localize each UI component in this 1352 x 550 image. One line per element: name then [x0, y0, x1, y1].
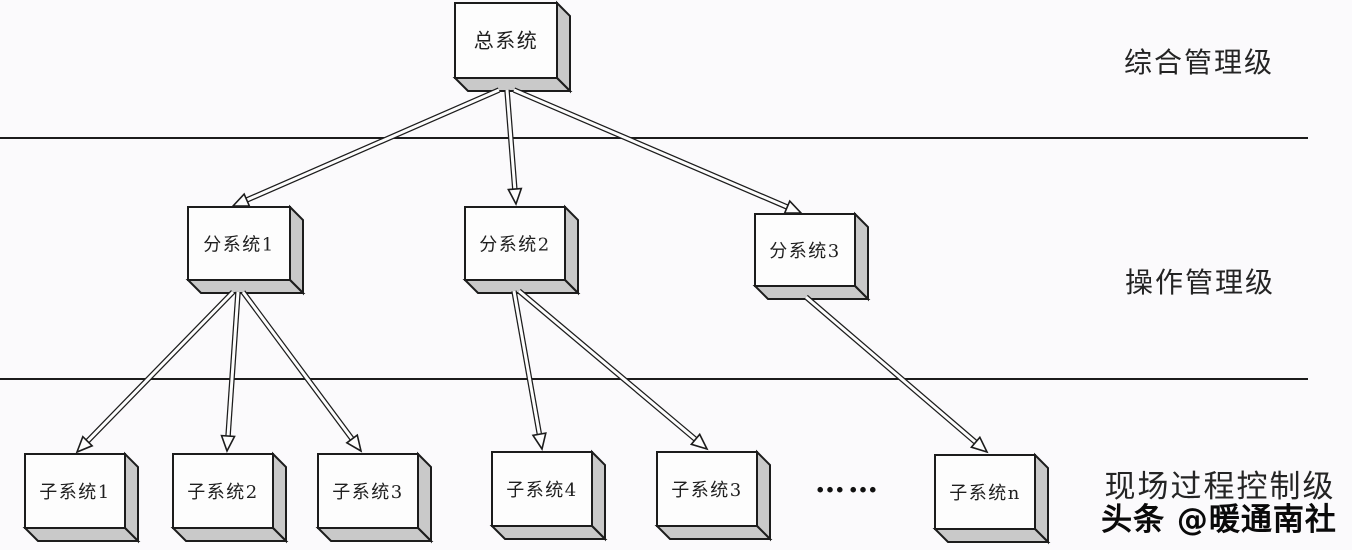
arrow-shaft-core — [242, 88, 500, 203]
arrow-shaft-core — [505, 89, 517, 194]
node-front-face — [656, 451, 758, 527]
node-side-face — [854, 211, 869, 302]
connector-arrows-layer — [75, 87, 989, 454]
connector-arrow-mid2-leaf5 — [517, 288, 709, 451]
level-label-management: 综合管理级 — [1124, 46, 1274, 79]
node-label: 分系统2 — [479, 235, 550, 256]
node-child-4: 子系统4 — [489, 449, 608, 542]
node-front-face — [454, 2, 558, 79]
node-bottom-face — [315, 527, 434, 542]
level-label-operation: 操作管理级 — [1125, 266, 1275, 299]
node-side-face — [756, 449, 771, 542]
node-side-face — [289, 204, 304, 296]
arrow-head-icon — [689, 432, 709, 451]
node-subsystem-2: 分系统2 — [462, 204, 581, 296]
arrow-shaft-core — [512, 290, 542, 439]
node-subsystem-1: 分系统1 — [185, 204, 306, 296]
arrow-head-icon — [231, 192, 251, 207]
arrow-shaft-core — [805, 295, 980, 446]
node-front-face — [754, 213, 856, 287]
node-label: 子系统n — [949, 483, 1021, 504]
node-child-n: 子系统n — [932, 452, 1051, 545]
arrow-shaft-core — [513, 88, 792, 211]
node-side-face — [272, 451, 287, 544]
arrow-shaft-core — [226, 291, 240, 441]
node-label: 子系统1 — [39, 482, 110, 503]
node-side-face — [564, 204, 579, 296]
node-bottom-face — [932, 528, 1051, 543]
arrow-shaft-core — [83, 290, 235, 446]
node-bottom-face — [22, 527, 141, 542]
node-label: 子系统3 — [332, 482, 403, 503]
connector-arrow-mid3-leafn — [804, 294, 989, 454]
node-label: 分系统1 — [203, 235, 274, 256]
ellipsis-text: …… — [815, 465, 881, 500]
level-label-field-process: 现场过程控制级 — [1105, 469, 1336, 505]
node-bottom-face — [489, 525, 608, 540]
node-root-system: 总系统 — [452, 0, 573, 94]
node-side-face — [1034, 452, 1049, 545]
node-label: 分系统3 — [769, 241, 840, 262]
node-label: 子系统4 — [506, 480, 577, 501]
connector-arrow-root-mid2 — [504, 89, 523, 207]
node-front-face — [317, 453, 419, 529]
arrow-head-icon — [783, 199, 803, 214]
arrow-shaft-core — [241, 291, 356, 444]
connector-arrow-mid1-leaf2 — [220, 291, 241, 454]
node-front-face — [24, 453, 126, 529]
node-child-2: 子系统2 — [170, 451, 289, 544]
watermark-text: 头条 @暖通南社 — [1101, 502, 1337, 538]
connector-arrow-root-mid3 — [512, 87, 803, 214]
node-bottom-face — [170, 527, 289, 542]
node-label: 总系统 — [474, 29, 539, 53]
node-front-face — [172, 453, 274, 529]
node-side-face — [591, 449, 606, 542]
arrow-head-icon — [507, 187, 523, 207]
node-child-1: 子系统1 — [22, 451, 141, 544]
node-front-face — [464, 206, 566, 281]
node-bottom-face — [752, 285, 871, 300]
connector-arrow-root-mid1 — [231, 87, 501, 207]
arrow-head-icon — [75, 435, 94, 454]
node-label: 子系统2 — [187, 482, 258, 503]
node-bottom-face — [654, 525, 773, 540]
connector-arrow-mid1-leaf3 — [240, 290, 363, 453]
node-subsystem-3: 分系统3 — [752, 211, 871, 302]
connector-arrow-mid1-leaf1 — [75, 290, 235, 454]
arrow-head-icon — [969, 435, 989, 454]
node-child-5: 子系统3 — [654, 449, 773, 542]
node-label: 子系统3 — [671, 480, 742, 501]
node-bottom-face — [452, 77, 573, 92]
arrow-head-icon — [345, 433, 363, 453]
node-front-face — [934, 454, 1036, 530]
node-side-face — [417, 451, 432, 544]
connector-arrow-mid2-leaf4 — [511, 290, 547, 451]
node-side-face — [556, 0, 571, 94]
node-front-face — [187, 206, 291, 281]
arrow-shaft-core — [518, 289, 700, 444]
arrow-head-icon — [531, 432, 547, 451]
arrow-head-icon — [220, 434, 236, 454]
node-side-face — [124, 451, 139, 544]
node-child-3: 子系统3 — [315, 451, 434, 544]
node-front-face — [491, 451, 593, 527]
